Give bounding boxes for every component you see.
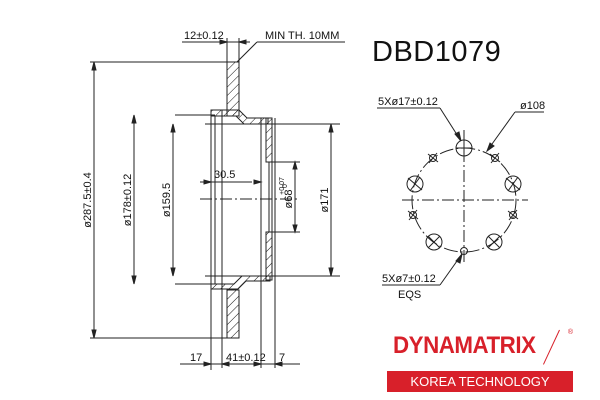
brand-logo-top: DYNAMATRIX ® — [387, 324, 573, 370]
large-hole — [485, 233, 503, 251]
brand-slash-mark — [542, 329, 560, 365]
dim-inner-diameter: ø159.5 — [161, 183, 173, 217]
dim-outer-diameter: ø287.5±0.4 — [82, 172, 94, 228]
large-hole — [425, 233, 443, 251]
dim-flange-7: 7 — [279, 352, 285, 364]
dim-hub-depth: 30.5 — [214, 169, 235, 181]
label-pcd: ø108 — [520, 100, 545, 112]
label-large-holes: 5Xø17±0.12 — [378, 96, 438, 108]
large-hole — [504, 175, 522, 193]
part-number-title: DBD1079 — [372, 36, 502, 68]
brand-tagline: KOREA TECHNOLOGY — [387, 371, 573, 392]
dim-hat-outer-diameter: ø171 — [319, 187, 331, 212]
hub-face-bottom — [265, 231, 273, 281]
label-eqs: EQS — [398, 289, 421, 301]
disc-ring-bottom — [226, 289, 240, 339]
hub-face-top — [265, 117, 273, 163]
large-hole — [455, 139, 473, 157]
brand-logo: DYNAMATRIX ® KOREA TECHNOLOGY — [387, 324, 573, 392]
hat-top — [210, 109, 269, 125]
small-hole — [489, 152, 501, 164]
small-hole — [427, 152, 439, 164]
small-hole — [407, 209, 419, 221]
brand-name: DYNAMATRIX — [393, 332, 536, 359]
small-hole — [460, 247, 468, 255]
large-hole — [406, 175, 424, 193]
registered-mark: ® — [567, 329, 573, 336]
small-hole — [507, 209, 519, 221]
front-view — [377, 107, 544, 286]
dim-offset-17: 17 — [190, 352, 202, 364]
dim-min-thickness: MIN TH. 10MM — [265, 30, 339, 42]
section-view — [90, 38, 345, 370]
label-small-holes: 5Xø7±0.12 — [382, 273, 436, 285]
dim-hat-diameter: ø178±0.12 — [122, 174, 134, 227]
dim-center-bore-tol-upper: +0.07 — [279, 177, 286, 195]
dim-height-41: 41±0.12 — [226, 352, 266, 364]
dim-disc-thickness: 12±0.12 — [184, 30, 224, 42]
dim-center-bore: ø68 — [283, 190, 295, 209]
disc-ring-top — [226, 61, 240, 117]
dim-center-bore-tol-lower: 0 — [282, 184, 289, 188]
